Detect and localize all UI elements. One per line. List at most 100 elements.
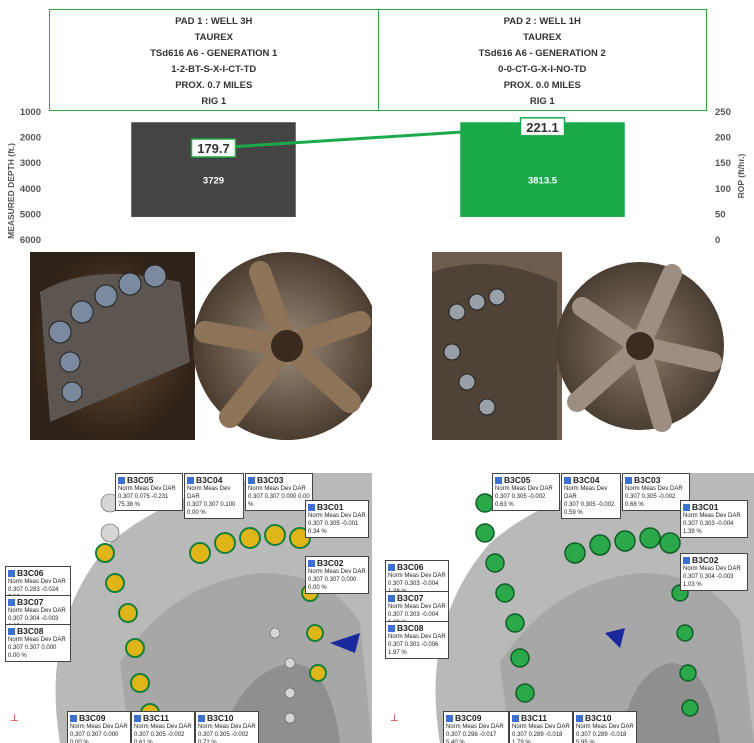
axes-icon: ⊥ <box>10 713 19 724</box>
scan-tag-row: 0.307 0.304 -0.003 1.03 % <box>683 574 734 588</box>
part-icon <box>495 477 502 485</box>
scan-tag-name: B3C07 <box>8 597 68 607</box>
part-icon <box>118 477 125 485</box>
part-icon <box>625 477 632 485</box>
part-icon <box>446 715 453 723</box>
scan-tag-row: 0.307 0.305 -0.002 0.63 % <box>495 494 546 508</box>
scan-tag-name: B3C01 <box>308 502 366 512</box>
scan-tag-label: B3C04 <box>196 475 223 485</box>
scan-tag-row: 0.307 0.305 -0.001 0.34 % <box>308 521 359 535</box>
y2-tick-label: 150 <box>715 158 731 169</box>
header-right-line: PROX. 0.0 MILES <box>503 80 581 91</box>
scan-tag-row: 0.307 0.305 -0.002 0.68 % <box>625 494 676 508</box>
scan-tag-label: B3C01 <box>317 502 344 512</box>
scan-tag-name: B3C10 <box>198 713 256 723</box>
scan-tag-row: 0.307 0.305 -0.002 0.72 % <box>198 732 249 743</box>
y2-tick-label: 50 <box>715 209 726 220</box>
scan-tag-cols: Norm Meas Dev DAR <box>388 573 446 579</box>
y2-tick-label: 100 <box>715 184 731 195</box>
scan-tag-cols: Norm Meas Dev DAR <box>8 579 66 585</box>
scan-tag-label: B3C07 <box>17 597 44 607</box>
y2-axis-label: ROP (ft/hr.) <box>736 153 746 198</box>
scan-tag-cols: Norm Meas Dev DAR <box>683 566 741 572</box>
scan-right-image <box>435 473 754 743</box>
scan-tag-cols: Norm Meas Dev DAR <box>248 486 306 492</box>
scan-tag-name: B3C05 <box>118 475 180 485</box>
scan-tag-label: B3C07 <box>397 593 424 603</box>
part-icon <box>70 715 77 723</box>
scan-tag-row: 0.307 0.305 -0.002 0.59 % <box>564 502 615 516</box>
scan-tag-label: B3C09 <box>79 713 106 723</box>
part-icon <box>388 564 395 572</box>
header-right-line: PAD 2 : WELL 1H <box>503 16 581 27</box>
scan-tag-row: 0.307 0.298 -0.017 5.40 % <box>446 732 497 743</box>
header-left-line: 1-2-BT-S-X-I-CT-TD <box>171 64 257 75</box>
header-left-line: PAD 1 : WELL 3H <box>175 16 253 27</box>
scan-tag-row: 0.307 0.307 0.000 0.00 % <box>70 732 119 743</box>
part-icon <box>187 477 194 485</box>
scan-tag-row: 0.307 0.307 0.100 0.00 % <box>187 502 236 516</box>
part-icon <box>8 599 15 607</box>
scan-tag-name: B3C05 <box>495 475 557 485</box>
scan-tag-name: B3C10 <box>576 713 634 723</box>
y-tick-label: 1000 <box>20 107 41 118</box>
header-right-line: 0-0-CT-G-X-I-NO-TD <box>498 64 587 75</box>
scan-tag-name: B3C03 <box>248 475 310 485</box>
depth-bar <box>460 122 625 217</box>
bit-photo-right <box>432 252 724 440</box>
scan-tag-cols: Norm Meas Dev DAR <box>576 724 634 730</box>
scan-tag-cols: Norm Meas Dev DAR <box>198 724 256 730</box>
scan-tag-cols: Norm Meas Dev DAR <box>8 637 66 643</box>
header-right-line: TAUREX <box>523 32 562 43</box>
scan-tag-row: 0.307 0.289 -0.018 5.95 % <box>576 732 627 743</box>
depth-rop-chart: 100020003000400050006000250200150100500M… <box>6 107 746 246</box>
scan-tag-name: B3C09 <box>446 713 506 723</box>
scan-tag-label: B3C03 <box>634 475 661 485</box>
scan-tag-cols: Norm Meas Dev DAR <box>446 724 504 730</box>
part-icon <box>564 477 571 485</box>
y2-tick-label: 0 <box>715 235 720 246</box>
header-right-line: TSd616 A6 - GENERATION 2 <box>478 48 606 59</box>
scan-tag-cols: Norm Meas Dev DAR <box>512 724 570 730</box>
rop-label-box <box>519 117 566 137</box>
part-icon <box>683 557 690 565</box>
scan-tag-cols: Norm Meas Dev DAR <box>564 486 608 500</box>
scan-tag-cols: Norm Meas Dev DAR <box>8 608 66 614</box>
y-tick-label: 5000 <box>20 209 41 220</box>
y2-tick-label: 250 <box>715 107 731 118</box>
scan-tag-cols: Norm Meas Dev DAR <box>134 724 192 730</box>
scan-tag-label: B3C03 <box>257 475 284 485</box>
bit-photo-left-image <box>30 252 372 440</box>
scan-tag-row: 0.307 0.301 -0.006 1.97 % <box>388 642 439 656</box>
scan-tag-row: 0.307 0.307 0.000 0.00 % <box>308 577 357 591</box>
part-icon <box>8 570 15 578</box>
bar-value-label: 3813.5 <box>528 176 558 187</box>
scan-tag-name: B3C04 <box>187 475 241 485</box>
scan-tag-label: B3C10 <box>585 713 612 723</box>
scan-tag-name: B3C04 <box>564 475 618 485</box>
rop-line <box>213 125 543 150</box>
scan-tag-cols: Norm Meas Dev DAR <box>388 634 446 640</box>
scan-tag-cols: Norm Meas Dev DAR <box>308 569 366 575</box>
scan-tag-name: B3C02 <box>308 558 366 568</box>
scan-tag-label: B3C06 <box>397 562 424 572</box>
scan-tag-cols: Norm Meas Dev DAR <box>625 486 683 492</box>
part-icon <box>248 477 255 485</box>
part-icon <box>134 715 141 723</box>
scan-tag-row: 0.307 0.289 -0.018 1.79 % <box>512 732 563 743</box>
scan-tag-cols: Norm Meas Dev DAR <box>495 486 553 492</box>
scan-tag-label: B3C02 <box>692 555 719 565</box>
header-left-line: RIG 1 <box>201 96 227 107</box>
scan-tag-cols: Norm Meas Dev DAR <box>187 486 231 500</box>
